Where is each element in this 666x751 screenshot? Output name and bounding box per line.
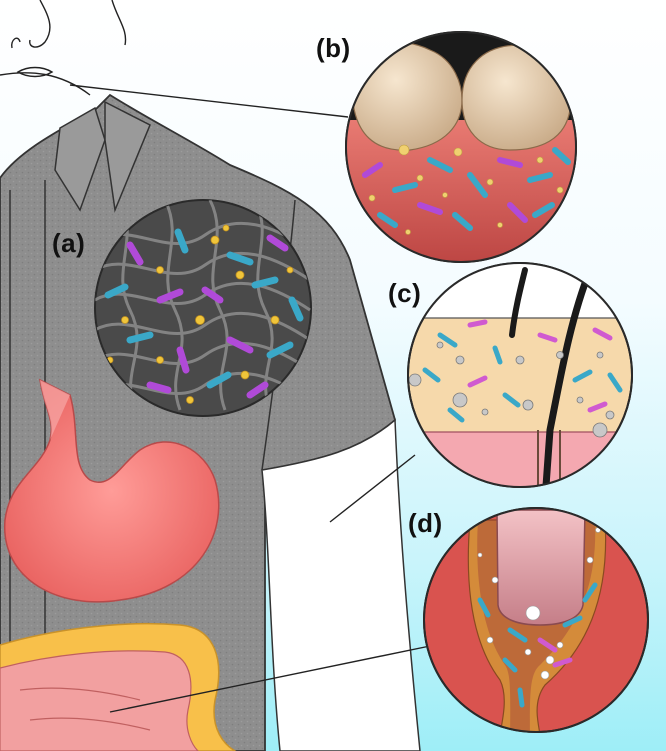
panel-a-fabric-inset	[95, 200, 311, 416]
panel-c-skin-inset	[400, 260, 640, 500]
label-c: (c)	[388, 278, 421, 309]
colon	[0, 624, 235, 751]
label-a: (a)	[52, 228, 85, 259]
label-d: (d)	[408, 508, 443, 539]
label-b: (b)	[316, 33, 351, 64]
panel-b-teeth-inset	[340, 32, 590, 280]
panel-d-mucosa-inset	[424, 508, 648, 751]
face-outline	[0, 0, 126, 95]
